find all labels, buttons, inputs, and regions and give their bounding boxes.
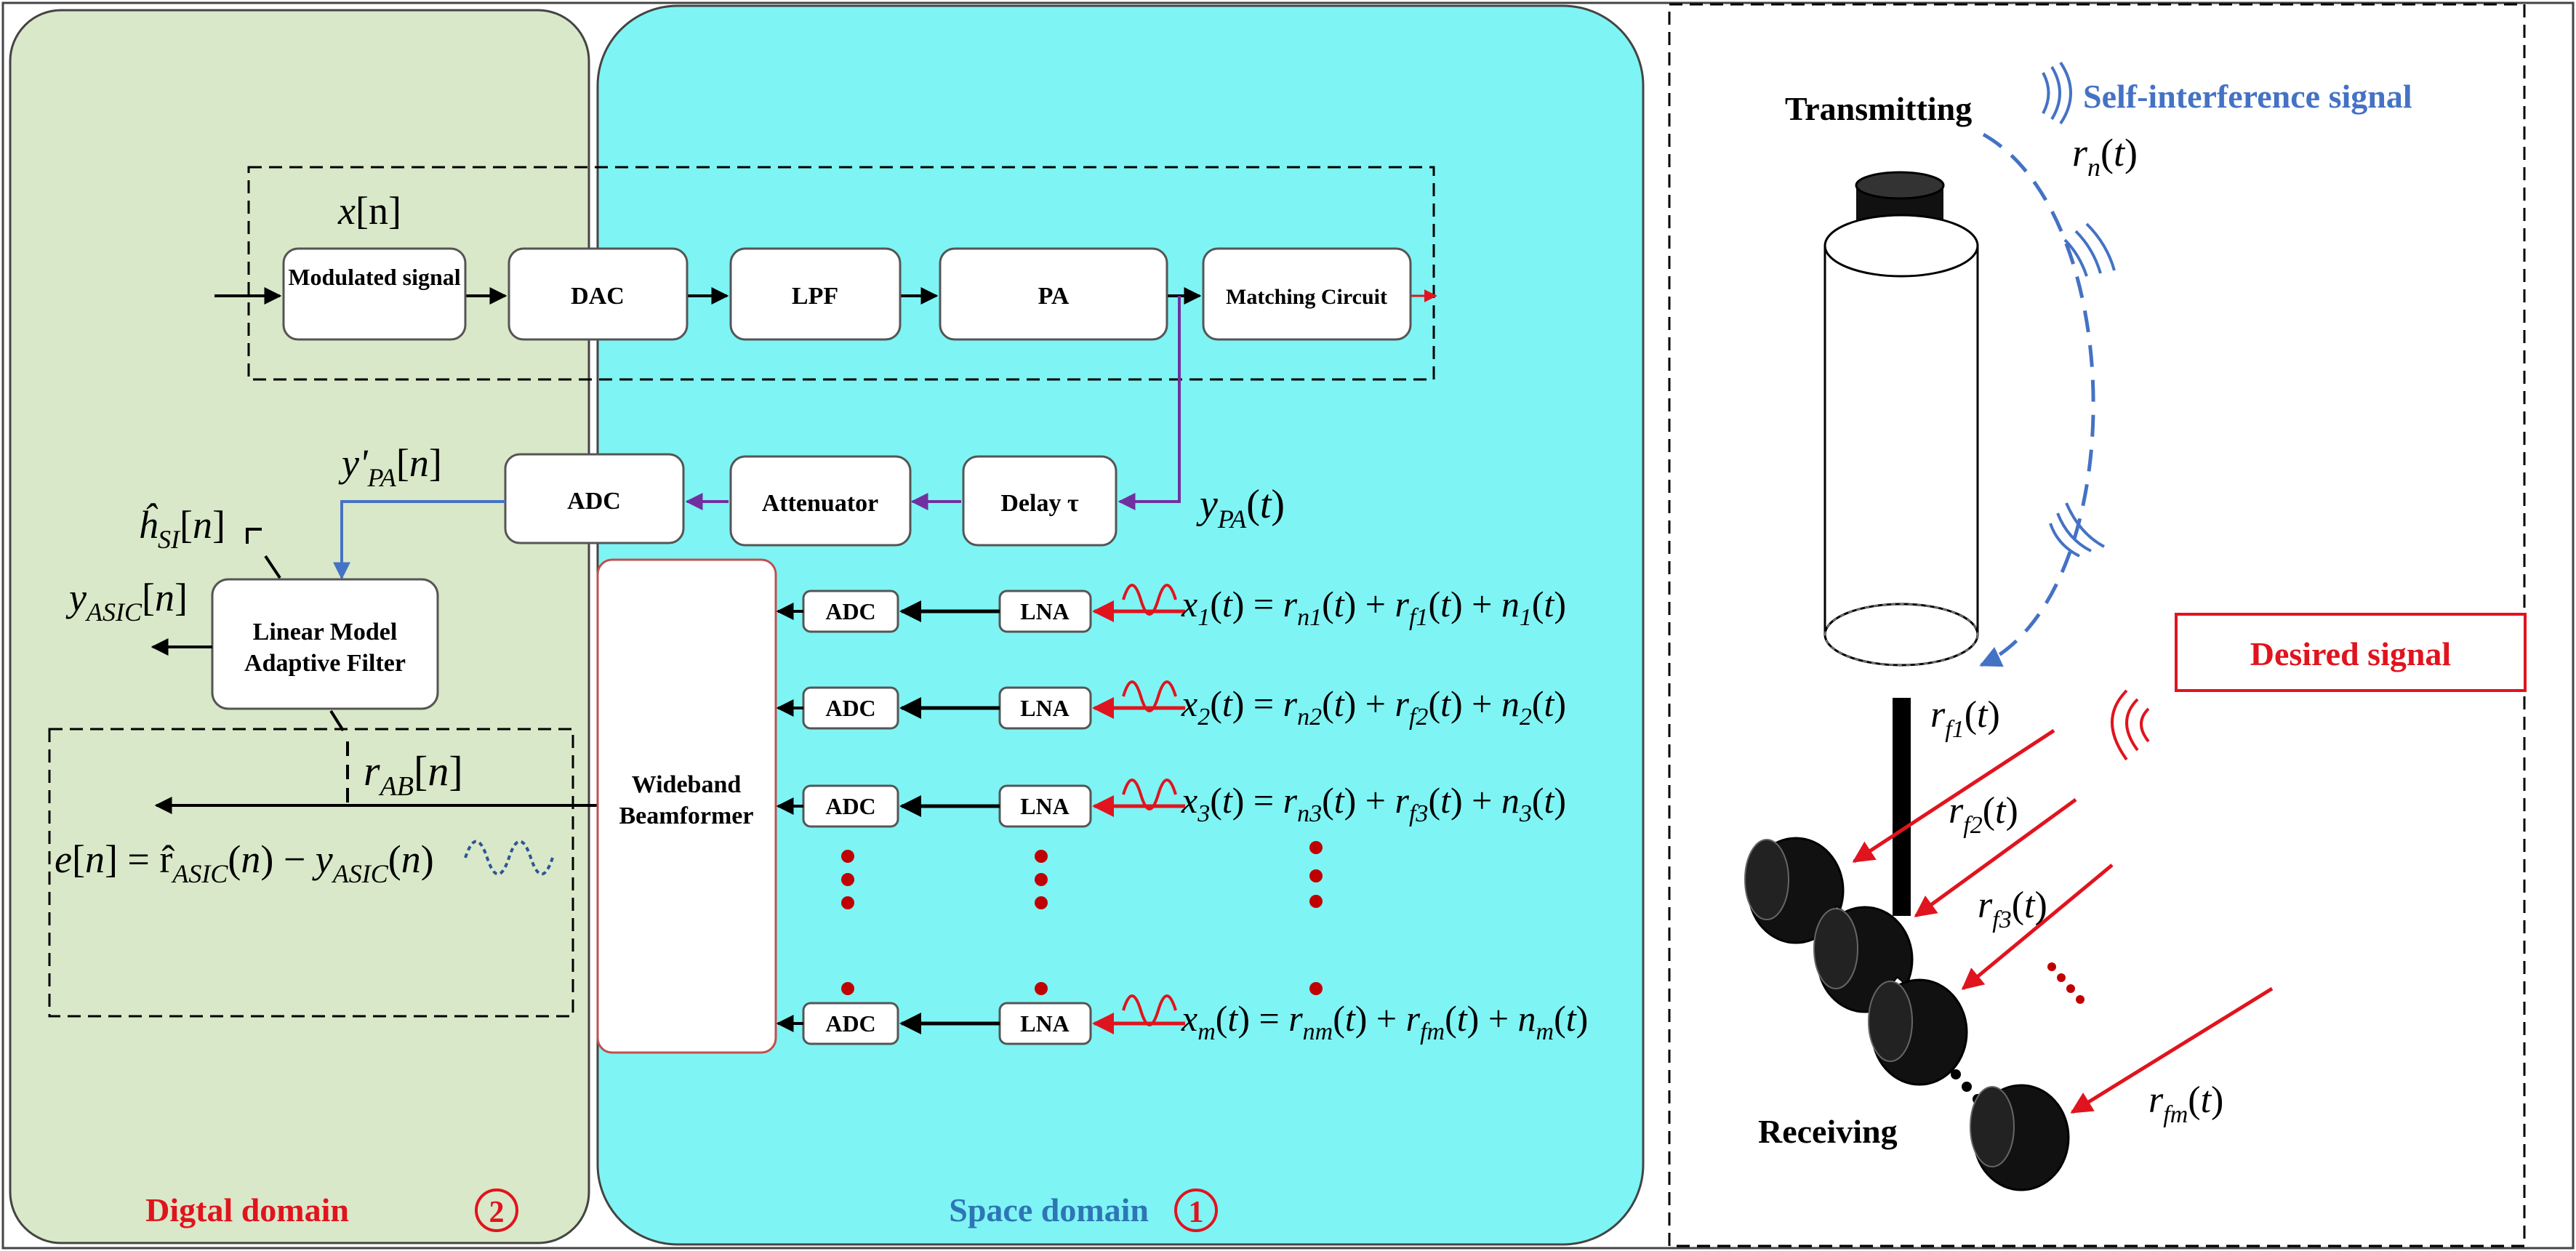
block-lpf: LPF <box>729 247 902 341</box>
svg-text:ADC: ADC <box>825 695 875 721</box>
svg-text:Wideband: Wideband <box>632 771 742 798</box>
svg-text:xm(t) = rnm(t) + rfm(t) + nm(t: xm(t) = rnm(t) + rfm(t) + nm(t) <box>1181 998 1588 1045</box>
svg-text:x2(t) = rn2(t) + rf2(t) + n2(t: x2(t) = rn2(t) + rf2(t) + n2(t) <box>1181 683 1566 731</box>
space-domain-number: 1 <box>1189 1196 1204 1229</box>
block-adaptive-filter: Linear Model Adaptive Filter <box>211 578 439 710</box>
antenna-cylinder <box>1823 214 1979 667</box>
block-delay: Delay τ <box>962 455 1118 547</box>
self-interference-label: Self-interference signal <box>2083 78 2412 115</box>
h-hat-label: ĥSI[n] <box>138 502 225 554</box>
feedback-to-filter-line <box>333 500 505 580</box>
block-wideband-beamformer: Wideband Beamformer <box>596 558 777 1054</box>
svg-text:DAC: DAC <box>571 283 625 310</box>
rfm-label: rfm(t) <box>2148 1079 2223 1128</box>
desired-signal-box: Desired signal <box>2175 613 2527 692</box>
block-feedback-adc: ADC <box>504 453 685 544</box>
rx-wave-icon <box>1122 680 1177 712</box>
svg-text:Delay τ: Delay τ <box>1000 490 1079 517</box>
rx-antenna-disc-3 <box>1868 978 1968 1086</box>
rf3-label: rf3(t) <box>1978 885 2047 933</box>
si-wave-icon <box>2049 222 2116 558</box>
block-attenuator: Attenuator <box>729 455 912 547</box>
svg-text:LNA: LNA <box>1020 793 1070 819</box>
svg-text:PA: PA <box>1038 283 1070 310</box>
space-domain-badge <box>1174 1188 1218 1232</box>
svg-text:ADC: ADC <box>825 1010 875 1037</box>
error-equation: e[n] = r̂ASIC(n) − yASIC(n) <box>55 837 434 888</box>
rx-wave-icon <box>1122 584 1177 616</box>
self-interference-path <box>1979 132 2095 667</box>
svg-text:x1(t) = rn1(t) + rf1(t) + n1(t: x1(t) = rn1(t) + rf1(t) + n1(t) <box>1181 584 1566 631</box>
rx-wave-icon <box>1122 779 1177 810</box>
rx-chain-3: ADC LNA x3(t) = rn3(t) + rf3(t) + n3(t) <box>776 779 1566 828</box>
rx-antenna-disc-1 <box>1744 837 1845 944</box>
svg-text:Linear Model: Linear Model <box>253 619 398 645</box>
rx-antenna-disc-m <box>1970 1084 2070 1191</box>
h-hat-marker <box>246 528 262 544</box>
digital-domain-number: 2 <box>489 1196 505 1229</box>
rf2-label: rf2(t) <box>1949 790 2018 839</box>
block-modulated-signal: Modulated signal <box>282 247 467 341</box>
block-pa: PA <box>939 247 1168 341</box>
svg-text:Desired signal: Desired signal <box>2250 635 2451 672</box>
rx-chain-2: ADC LNA x2(t) = rn2(t) + rf2(t) + n2(t) <box>776 680 1566 731</box>
rx-wave-icon <box>1122 994 1177 1026</box>
svg-text:LNA: LNA <box>1020 598 1070 624</box>
block-matching-circuit: Matching Circuit <box>1202 247 1412 341</box>
svg-text:ADC: ADC <box>825 793 875 819</box>
filter-error-connector <box>329 709 345 732</box>
y-prime-pa-label: y'PA[n] <box>338 441 442 492</box>
svg-text:Adaptive Filter: Adaptive Filter <box>244 650 406 677</box>
rx-ellipsis-dots <box>841 841 1323 995</box>
rx-chain-m: ADC LNA xm(t) = rnm(t) + rfm(t) + nm(t) <box>776 994 1588 1045</box>
antenna-mast <box>1893 698 1911 916</box>
x-n-label: x[n] <box>337 189 401 233</box>
svg-text:ADC: ADC <box>825 598 875 624</box>
svg-text:Modulated signal: Modulated signal <box>288 264 460 290</box>
error-wave-icon <box>464 840 554 876</box>
tx-wave-icon <box>2042 61 2072 125</box>
rn-t-label: rn(t) <box>2072 131 2138 182</box>
svg-text:LNA: LNA <box>1020 695 1070 721</box>
r-ab-label: rAB[n] <box>364 747 463 802</box>
pa-feedback-line <box>1118 296 1181 510</box>
digital-domain-badge <box>475 1188 518 1232</box>
rf1-label: rf1(t) <box>1930 694 2000 743</box>
desired-wave-icon <box>2111 689 2150 761</box>
svg-text:Attenuator: Attenuator <box>762 490 879 517</box>
digital-domain-label: Digtal domain <box>145 1191 349 1228</box>
h-hat-connector <box>264 555 281 579</box>
desired-signal-arrows <box>1852 728 2274 1114</box>
svg-text:ADC: ADC <box>567 488 621 515</box>
desired-ellipsis <box>2047 962 2085 1004</box>
svg-text:LNA: LNA <box>1020 1010 1070 1037</box>
rx-chain-1: ADC LNA x1(t) = rn1(t) + rf1(t) + n1(t) <box>776 584 1566 633</box>
svg-text:Matching Circuit: Matching Circuit <box>1226 285 1387 309</box>
svg-text:x3(t) = rn3(t) + rf3(t) + n3(t: x3(t) = rn3(t) + rf3(t) + n3(t) <box>1181 780 1566 827</box>
error-region <box>48 728 574 1018</box>
tx-chain-region <box>247 166 1435 381</box>
block-dac: DAC <box>507 247 689 341</box>
receiving-label: Receiving <box>1758 1113 1898 1150</box>
svg-text:Beamformer: Beamformer <box>619 803 753 829</box>
transmitting-label: Transmitting <box>1785 90 1972 127</box>
space-domain-label: Space domain <box>949 1191 1149 1228</box>
svg-text:LPF: LPF <box>792 283 838 310</box>
